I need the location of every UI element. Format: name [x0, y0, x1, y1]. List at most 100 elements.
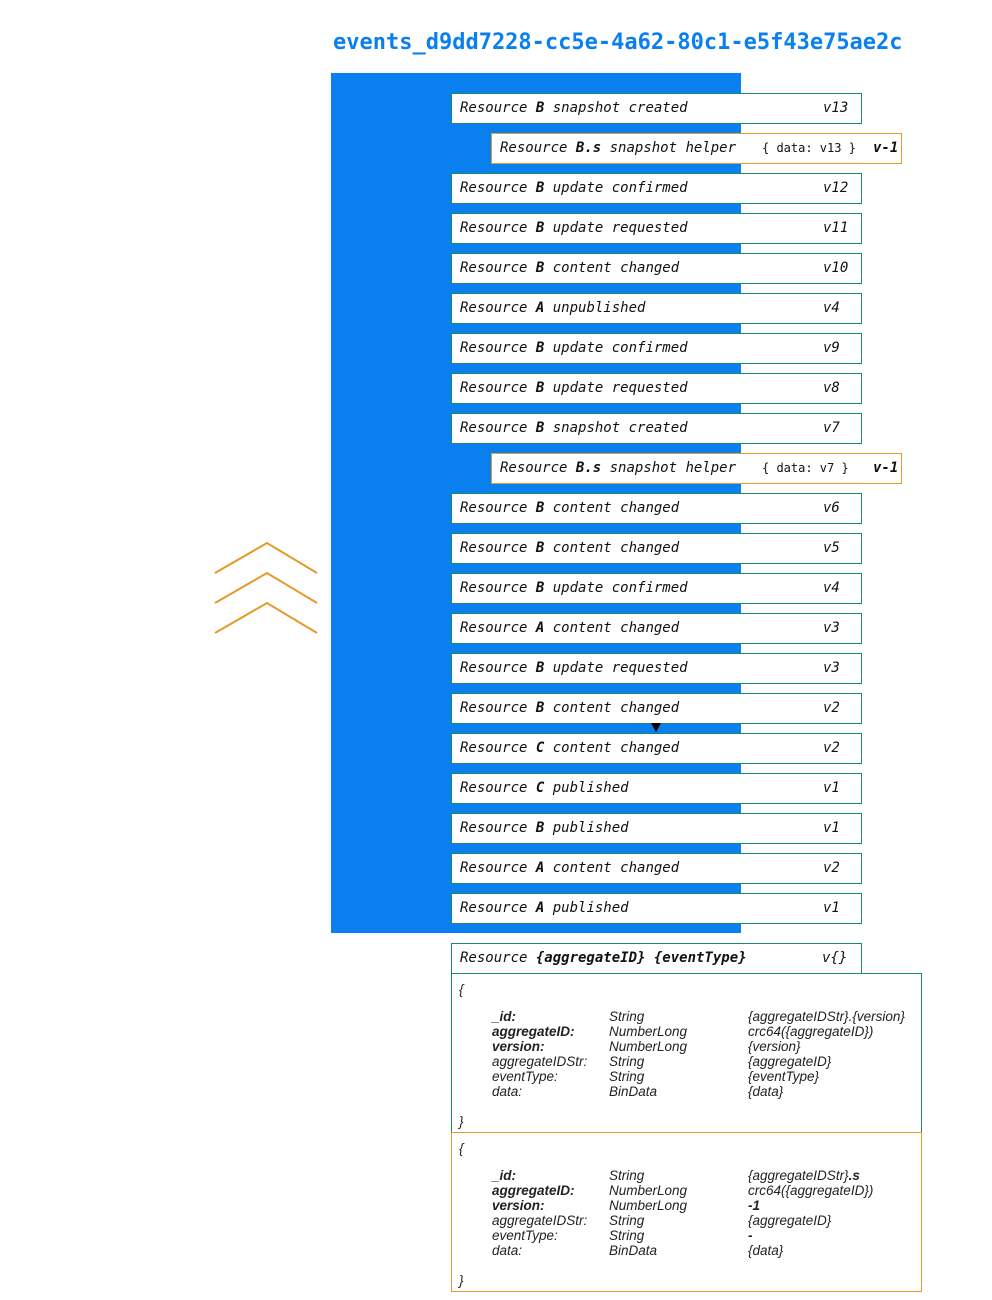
event-type: snapshot created: [544, 100, 688, 116]
event-aggregate: B: [535, 500, 545, 516]
event-version: v1: [823, 820, 840, 836]
field-type: String: [609, 1054, 645, 1069]
field-type: String: [609, 1009, 645, 1024]
event-label: Resource B update confirmed: [460, 180, 688, 196]
event-prefix: Resource: [460, 100, 536, 116]
field-value-text: {aggregateID}: [748, 1054, 832, 1069]
event-version: v1: [823, 900, 840, 916]
field-value-text: {aggregateIDStr}: [748, 1168, 849, 1183]
event-type: update requested: [544, 380, 688, 396]
event-aggregate: B: [535, 260, 545, 276]
event-type: content changed: [544, 540, 680, 556]
schema-close-brace: }: [459, 1114, 464, 1129]
field-type: BinData: [609, 1084, 658, 1099]
field-value: -: [748, 1228, 753, 1243]
field-type: NumberLong: [609, 1039, 688, 1054]
event-version: v6: [823, 500, 840, 516]
field-type: NumberLong: [609, 1198, 688, 1213]
event-label: Resource B.s snapshot helper: [500, 140, 736, 156]
event-label: Resource A content changed: [460, 860, 679, 876]
event-prefix: Resource: [500, 140, 576, 156]
schema-field: aggregateIDStr:String{aggregateID}: [492, 1054, 917, 1069]
schema-open-brace: {: [459, 982, 464, 997]
field-value-text: {data}: [748, 1243, 784, 1258]
schema-open-brace: {: [459, 1141, 464, 1156]
field-name: aggregateID:: [492, 1183, 575, 1198]
event-label: Resource C published: [460, 780, 629, 796]
event-type: content changed: [544, 740, 680, 756]
event-data: { data: v7 }: [762, 461, 849, 475]
arrow-down-icon: [651, 723, 661, 732]
field-name: data:: [492, 1084, 523, 1099]
field-value-text: crc64({aggregateID}): [748, 1183, 874, 1198]
snapshot-helper-row: Resource B.s snapshot helper { data: v13 …: [491, 133, 902, 164]
field-name: version:: [492, 1039, 545, 1054]
field-value-text: {data}: [748, 1084, 784, 1099]
event-label: Resource A published: [460, 900, 629, 916]
field-name: eventType:: [492, 1228, 558, 1243]
event-version: v3: [823, 660, 840, 676]
field-type: BinData: [609, 1243, 658, 1258]
event-prefix: Resource: [460, 700, 536, 716]
event-prefix: Resource: [460, 820, 536, 836]
event-label: Resource B update requested: [460, 220, 688, 236]
event-version: v10: [823, 260, 849, 276]
field-name: _id:: [492, 1168, 517, 1183]
event-type: published: [544, 820, 629, 836]
event-version: v2: [823, 740, 840, 756]
schema-field: data: BinData {data}: [492, 1084, 917, 1099]
field-name: aggregateID:: [492, 1024, 575, 1039]
schema-field: _id: String {aggregateIDStr}.s: [492, 1168, 917, 1183]
field-name: version:: [492, 1198, 545, 1213]
event-prefix: Resource: [460, 260, 536, 276]
event-version: v-1: [873, 140, 899, 156]
event-label: Resource B update confirmed: [460, 580, 688, 596]
event-label: Resource B snapshot created: [460, 420, 688, 436]
field-value: {aggregateIDStr}.s: [748, 1168, 860, 1183]
event-version: v-1: [873, 460, 899, 476]
event-version: v9: [823, 340, 840, 356]
field-type: String: [609, 1168, 645, 1183]
field-value: {aggregateID}: [748, 1213, 831, 1228]
template-prefix: Resource: [460, 950, 536, 966]
event-aggregate: B: [535, 580, 545, 596]
event-label: Resource B update requested: [460, 660, 688, 676]
event-prefix: Resource: [460, 540, 536, 556]
field-value-suffix: -: [748, 1228, 753, 1243]
event-prefix: Resource: [460, 860, 536, 876]
event-aggregate: B: [535, 220, 545, 236]
event-type: update confirmed: [544, 340, 688, 356]
event-version: v12: [823, 180, 849, 196]
schema-field: version: NumberLong {version}: [492, 1039, 917, 1054]
event-prefix: Resource: [460, 180, 536, 196]
field-value-suffix: -1: [748, 1198, 761, 1213]
event-row: Resource B update confirmed v12: [451, 173, 862, 204]
event-version: v13: [823, 100, 849, 116]
event-version: v7: [823, 420, 840, 436]
field-value: {aggregateIDStr}.{version}: [748, 1009, 905, 1024]
event-version: v2: [823, 860, 840, 876]
event-type: update confirmed: [544, 180, 688, 196]
field-value-text: {aggregateID}: [748, 1213, 832, 1228]
field-value-text: {version}: [748, 1039, 801, 1054]
event-prefix: Resource: [460, 660, 536, 676]
event-type: snapshot helper: [601, 460, 737, 476]
schema-field: aggregateIDStr:String{aggregateID}: [492, 1213, 917, 1228]
event-row: Resource B update requested v3: [451, 653, 862, 684]
event-type: update requested: [544, 220, 688, 236]
event-data: { data: v13 }: [762, 141, 856, 155]
field-name: data:: [492, 1243, 523, 1258]
schema-field: eventType:String{eventType}: [492, 1069, 917, 1084]
field-value-suffix: .s: [848, 1168, 860, 1183]
event-label: Resource B update requested: [460, 380, 688, 396]
event-aggregate: B.s: [575, 460, 602, 476]
template-aggregate: {aggregateID} {eventType}: [535, 950, 747, 966]
event-prefix: Resource: [460, 300, 536, 316]
template-version: v{}: [822, 950, 848, 966]
event-aggregate: B: [535, 820, 545, 836]
